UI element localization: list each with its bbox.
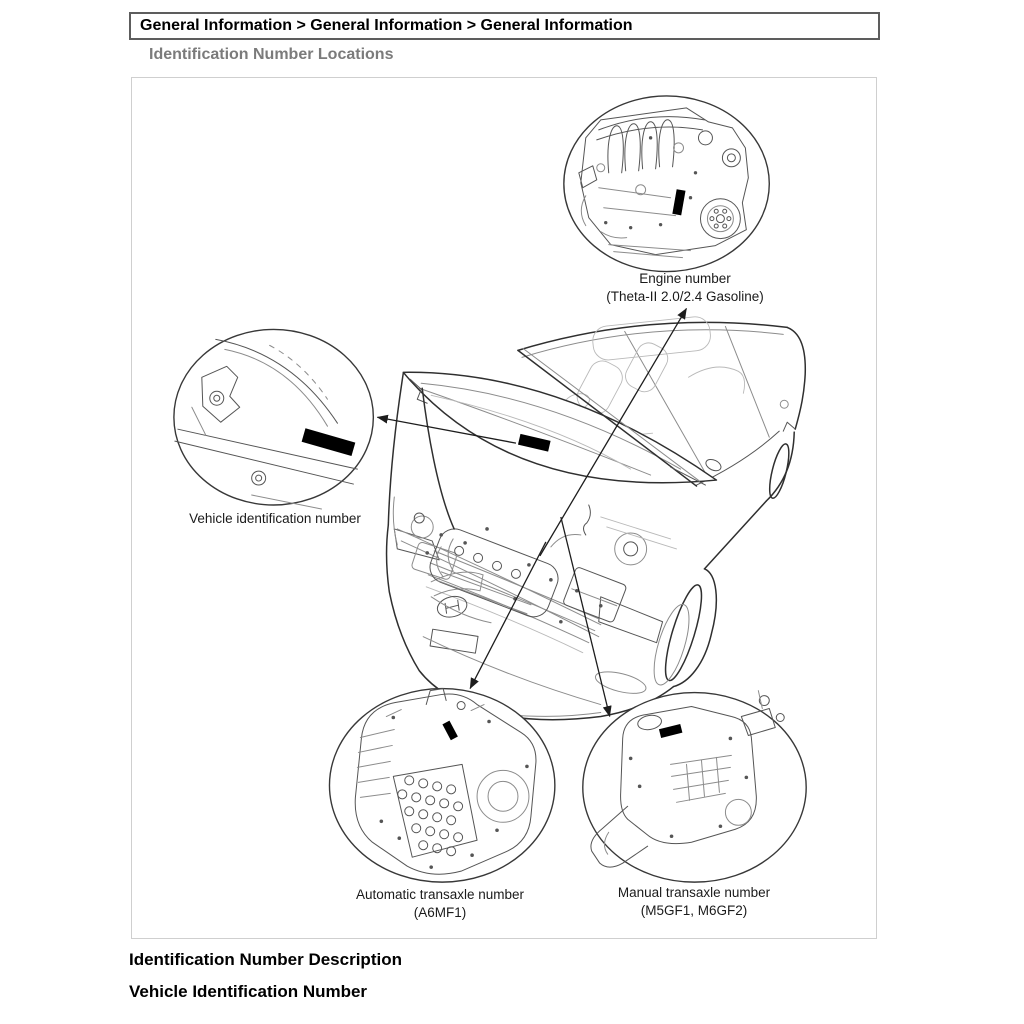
arrow-to-engine-callout (539, 308, 688, 557)
windshield-pillar (517, 347, 706, 487)
engine-bay (392, 496, 677, 638)
engine-number-label: Engine number (Theta-II 2.0/2.4 Gasoline… (525, 270, 845, 306)
callout-automatic-transaxle (328, 687, 556, 883)
identification-number-locations-figure (131, 77, 877, 939)
arrow-to-vin-callout (376, 414, 517, 444)
heading-vehicle-identification-number: Vehicle Identification Number (129, 982, 368, 1001)
section-heading: Identification Number Locations (149, 46, 394, 63)
engine-number-plate-marker (672, 189, 686, 216)
engine-number-label-line1: Engine number (639, 271, 731, 286)
automatic-transaxle-label: Automatic transaxle number (A6MF1) (280, 886, 600, 922)
callout-manual-transaxle (582, 690, 807, 883)
arrow-to-manual-transaxle-callout (560, 516, 612, 717)
automatic-transaxle-label-line2: (A6MF1) (413, 905, 467, 920)
breadcrumb-text: General Information > General Informatio… (140, 17, 633, 34)
brand-logo (436, 595, 468, 618)
vin-plate-closeup-marker (301, 428, 356, 457)
heading-identification-number-description: Identification Number Description (129, 950, 402, 969)
open-hood (402, 371, 718, 530)
callout-vin (173, 328, 375, 510)
vin-label: Vehicle identification number (115, 510, 435, 528)
car-identification-diagram (173, 95, 807, 883)
breadcrumb: General Information > General Informatio… (129, 12, 880, 40)
manual-transaxle-plate-marker (658, 723, 683, 738)
manual-transaxle-label: Manual transaxle number (M5GF1, M6GF2) (534, 884, 854, 920)
manual-transaxle-label-line1: Manual transaxle number (617, 885, 771, 900)
vin-plate-marker (517, 433, 551, 452)
vin-label-line1: Vehicle identification number (189, 511, 361, 526)
automatic-transaxle-label-line1: Automatic transaxle number (355, 887, 525, 902)
arrow-to-automatic-transaxle-callout (469, 541, 547, 690)
manual-transaxle-label-line2: (M5GF1, M6GF2) (640, 903, 748, 918)
hood-prop-rod (421, 387, 455, 530)
callout-engine (563, 95, 770, 273)
engine-number-label-line2: (Theta-II 2.0/2.4 Gasoline) (606, 289, 764, 304)
callout-arrows (376, 308, 688, 717)
automatic-transaxle-plate-marker (442, 720, 458, 741)
